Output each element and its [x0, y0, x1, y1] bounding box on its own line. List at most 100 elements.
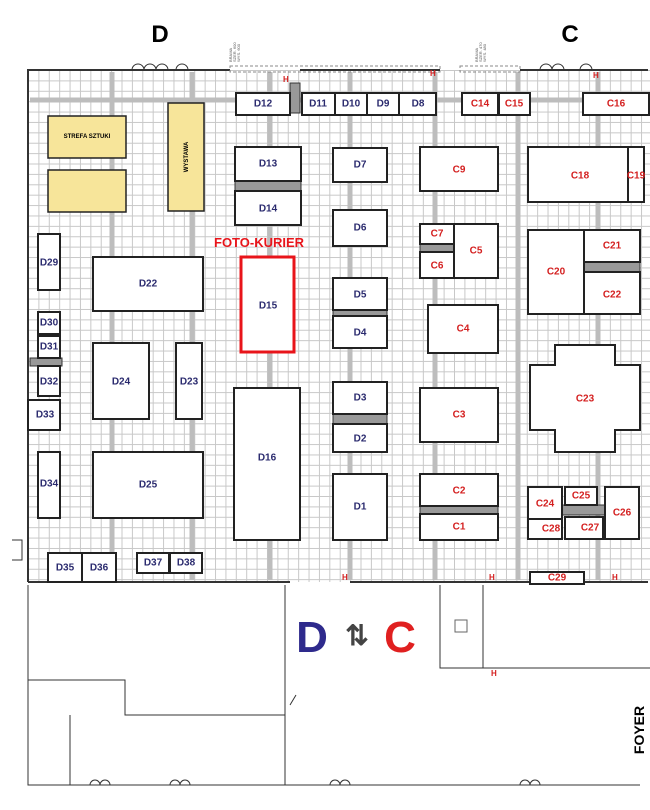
stand-d3[interactable]: D3 [332, 381, 388, 415]
svg-text:BRAMA: BRAMA [474, 47, 479, 62]
stand-d30[interactable]: D30 [37, 311, 61, 335]
svg-text:C19: C19 [627, 171, 646, 182]
svg-text:D32: D32 [40, 377, 59, 388]
svg-text:C23: C23 [576, 394, 595, 405]
svg-text:C5: C5 [470, 246, 483, 257]
stand-d13[interactable]: D13 [234, 146, 302, 182]
svg-text:C28: C28 [542, 524, 561, 535]
svg-text:WYS. 480: WYS. 480 [482, 43, 487, 62]
stand-c3[interactable]: C3 [419, 387, 499, 443]
stand-d1[interactable]: D1 [332, 473, 388, 541]
hall-c-label: C [561, 21, 578, 48]
stand-d14[interactable]: D14 [234, 190, 302, 226]
svg-text:D7: D7 [354, 160, 367, 171]
stand-c24[interactable]: C24 [527, 486, 563, 520]
stand-d7[interactable]: D7 [332, 147, 388, 183]
stand-c26[interactable]: C26 [604, 486, 640, 540]
svg-text:D2: D2 [354, 434, 367, 445]
stand-c6[interactable]: C6 [419, 251, 455, 279]
stand-d38[interactable]: D38 [169, 552, 203, 574]
stand-c21[interactable]: C21 [583, 229, 641, 263]
svg-text:D29: D29 [40, 258, 59, 269]
svg-text:D31: D31 [40, 342, 59, 353]
stand-c22[interactable]: C22 [583, 271, 641, 315]
stand-c5[interactable]: C5 [453, 223, 499, 279]
stand-d12[interactable]: D12 [235, 92, 291, 116]
svg-text:C25: C25 [572, 491, 591, 502]
svg-text:SZER. 600: SZER. 600 [232, 42, 237, 62]
stand-d23[interactable]: D23 [175, 342, 203, 420]
stand-d34[interactable]: D34 [37, 451, 61, 519]
svg-text:C22: C22 [603, 290, 622, 301]
stand-d6[interactable]: D6 [332, 209, 388, 247]
svg-text:C2: C2 [453, 486, 466, 497]
stand-d36[interactable]: D36 [81, 552, 117, 583]
stand-d29[interactable]: D29 [37, 233, 61, 291]
svg-text:D5: D5 [354, 290, 367, 301]
svg-text:D10: D10 [342, 99, 361, 110]
svg-text:D15: D15 [259, 301, 278, 312]
stand-d9[interactable]: D9 [366, 92, 400, 116]
stand-c19[interactable]: C19 [627, 146, 646, 203]
stand-d5[interactable]: D5 [332, 277, 388, 311]
svg-text:C20: C20 [547, 267, 566, 278]
stand-d32[interactable]: D32 [37, 365, 61, 397]
svg-text:C14: C14 [471, 99, 490, 110]
gate-c[interactable] [459, 65, 521, 73]
stand-c7[interactable]: C7 [419, 223, 455, 245]
door-arcs [131, 63, 593, 71]
stand-d37[interactable]: D37 [136, 552, 170, 574]
svg-text:D1: D1 [354, 502, 367, 513]
svg-text:C9: C9 [453, 165, 466, 176]
svg-text:D33: D33 [36, 410, 55, 421]
stand-c14[interactable]: C14 [461, 92, 499, 116]
svg-text:D34: D34 [40, 479, 59, 490]
foto-kurier-label: FOTO-KURIER [214, 235, 305, 250]
stand-c25[interactable]: C25 [564, 486, 598, 506]
stand-d11[interactable]: D11 [301, 92, 336, 116]
stand-d35[interactable]: D35 [47, 552, 83, 583]
stand-d22[interactable]: D22 [92, 256, 204, 312]
svg-text:C1: C1 [453, 522, 466, 533]
stand-d2[interactable]: D2 [332, 423, 388, 453]
stand-c23[interactable]: C23 [529, 344, 641, 453]
stairs-icon [454, 619, 468, 633]
stand-c27[interactable]: C27 [564, 516, 604, 540]
stand-c2[interactable]: C2 [419, 473, 499, 507]
stands-hall-d: D12 D11 D10 D9 D8 D13 D14 D7 D6 D5 D4 D3… [27, 92, 437, 583]
svg-text:D12: D12 [254, 99, 273, 110]
svg-text:H: H [612, 573, 618, 582]
stand-d33[interactable]: D33 [27, 399, 61, 431]
zone-art-label: STREFA SZTUKI [64, 134, 111, 140]
svg-text:D23: D23 [180, 377, 199, 388]
svg-text:C3: C3 [453, 410, 466, 421]
svg-text:D36: D36 [90, 563, 109, 574]
svg-text:C6: C6 [431, 261, 444, 272]
svg-text:C21: C21 [603, 241, 622, 252]
svg-text:D14: D14 [259, 204, 278, 215]
stand-c15[interactable]: C15 [498, 92, 531, 116]
svg-text:D4: D4 [354, 328, 367, 339]
zone-strefa-sztuki[interactable] [47, 115, 127, 159]
svg-text:C29: C29 [548, 573, 567, 584]
stand-c29[interactable]: C29 [529, 571, 585, 585]
stand-d8[interactable]: D8 [398, 92, 437, 116]
stand-c9[interactable]: C9 [419, 146, 499, 192]
stand-d25[interactable]: D25 [92, 451, 204, 519]
stand-d31[interactable]: D31 [37, 335, 61, 359]
zone-yellow[interactable] [47, 169, 127, 213]
stand-c28[interactable]: C28 [527, 518, 563, 540]
stand-d24[interactable]: D24 [92, 342, 150, 420]
svg-text:D22: D22 [139, 279, 158, 290]
stand-c16[interactable]: C16 [582, 92, 650, 116]
stand-c18[interactable]: C18 [527, 146, 629, 203]
stand-d15-highlighted[interactable]: D15 [239, 255, 296, 354]
stand-c4[interactable]: C4 [427, 304, 499, 354]
zone-wystawa[interactable] [167, 102, 205, 212]
stand-d4[interactable]: D4 [332, 315, 388, 349]
stand-d10[interactable]: D10 [334, 92, 368, 116]
gate-d[interactable] [229, 65, 441, 73]
stand-d16[interactable]: D16 [233, 387, 301, 541]
stand-c1[interactable]: C1 [419, 513, 499, 541]
stand-c20[interactable]: C20 [527, 229, 585, 315]
